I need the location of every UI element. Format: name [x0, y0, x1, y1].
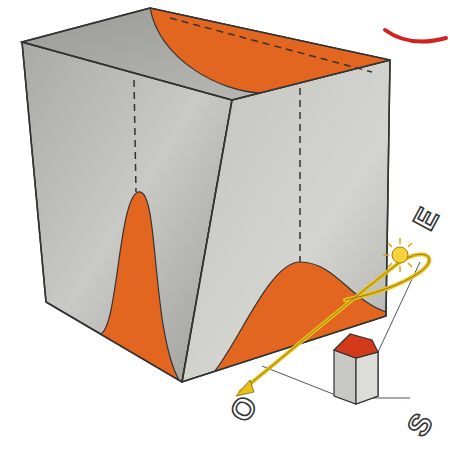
- compass-letter: S: [402, 409, 438, 442]
- compass-letter: O: [225, 391, 263, 427]
- compass-letter: E: [408, 203, 444, 235]
